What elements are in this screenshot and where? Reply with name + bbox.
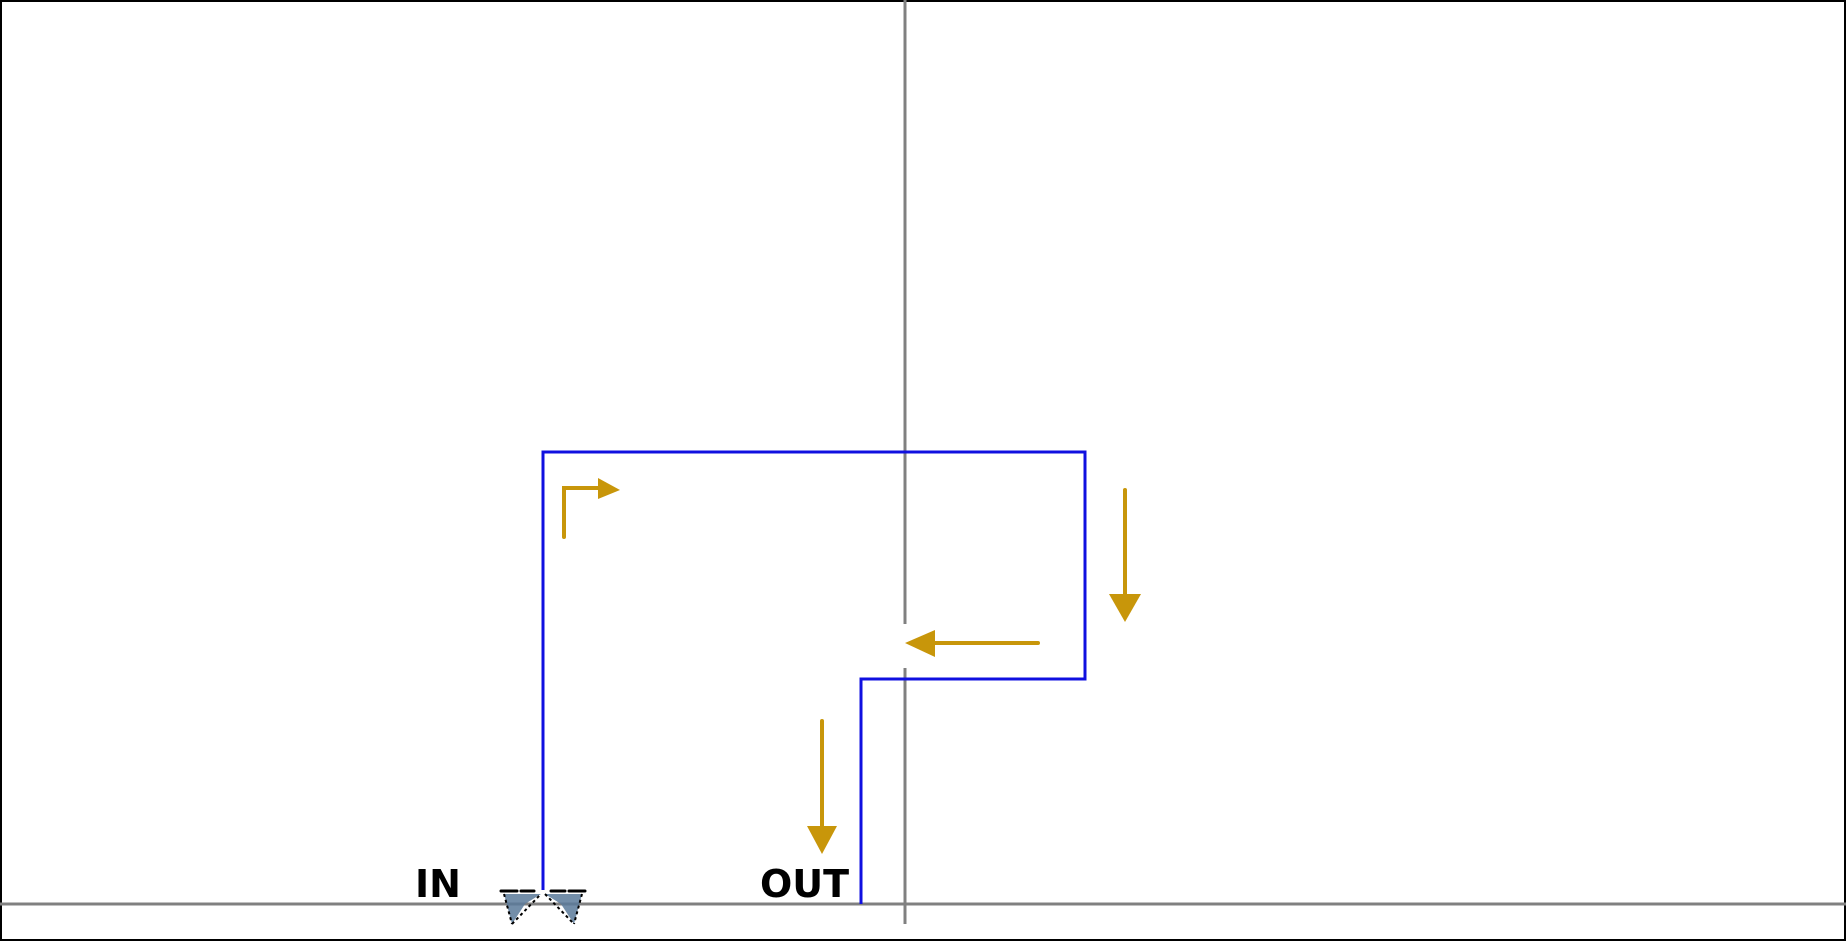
in-label: IN bbox=[415, 862, 461, 906]
direction-arrow-icon bbox=[905, 630, 1040, 657]
out-label: OUT bbox=[760, 862, 849, 906]
direction-arrow-icon bbox=[807, 719, 837, 854]
route-path bbox=[541, 450, 1087, 904]
turnstile-gate-icon bbox=[499, 889, 542, 925]
direction-arrow-icon bbox=[562, 478, 620, 539]
turnstile-gate-icon bbox=[544, 889, 587, 925]
direction-arrow-icon bbox=[1109, 488, 1141, 622]
